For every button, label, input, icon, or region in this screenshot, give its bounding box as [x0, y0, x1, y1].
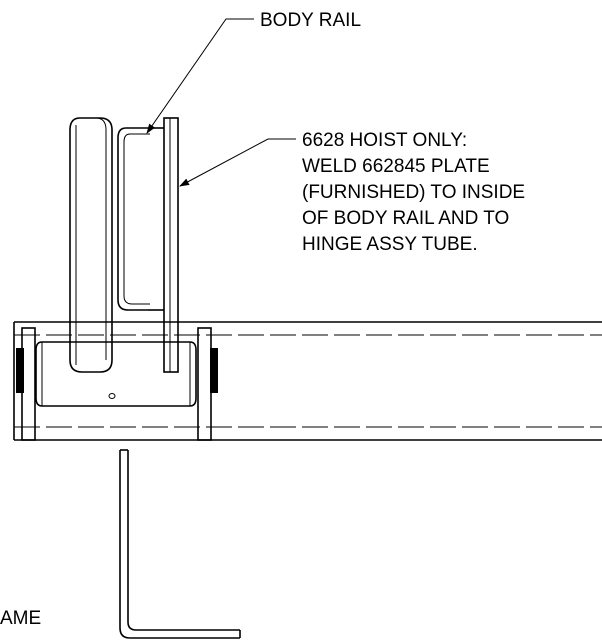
weld-plate-662845 — [163, 117, 179, 373]
note-line-1: 6628 HOIST ONLY: — [302, 130, 467, 151]
hinge-bracket — [16, 327, 218, 441]
label-frame-partial: AME — [0, 608, 41, 629]
leader-body-rail — [146, 18, 254, 134]
note-line-3: (FURNISHED) TO INSIDE — [302, 182, 525, 203]
hinge-assy-tube — [35, 341, 197, 407]
note-line-4: OF BODY RAIL AND TO — [302, 208, 509, 229]
note-line-2: WELD 662845 PLATE — [302, 156, 490, 177]
right-hinge-pin-cap — [210, 348, 218, 393]
note-line-5: HINGE ASSY TUBE. — [302, 234, 478, 255]
body-rail-channel — [117, 127, 164, 311]
leader-weld-note — [179, 138, 296, 187]
body-rail — [69, 117, 113, 373]
frame-hanger-bracket — [119, 449, 241, 639]
left-hinge-pin-cap — [16, 348, 24, 393]
grease-fitting-hole — [108, 393, 116, 399]
label-body-rail: BODY RAIL — [260, 10, 361, 31]
frame-rail — [13, 321, 602, 441]
